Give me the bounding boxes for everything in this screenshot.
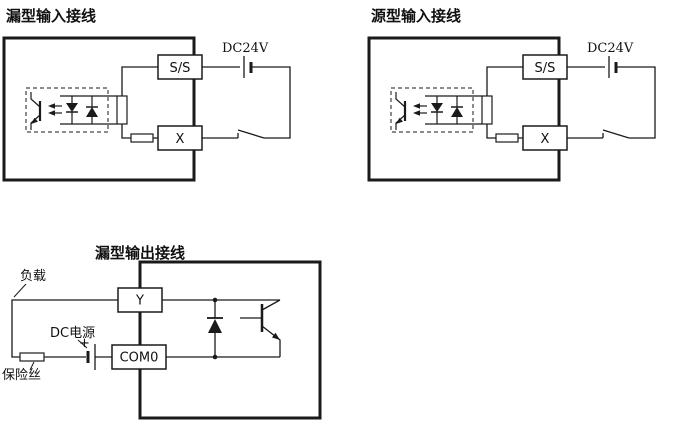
load-label: 负载 bbox=[20, 269, 46, 284]
terminal-y-box bbox=[117, 287, 163, 313]
terminal-x-label: X bbox=[541, 132, 550, 147]
fuse-label: 保险丝 bbox=[2, 368, 41, 383]
junction-dot bbox=[212, 354, 218, 360]
internal-wiring bbox=[162, 299, 281, 358]
leader-lines bbox=[13, 283, 88, 371]
terminal-com-label: COM0 bbox=[120, 351, 159, 366]
input-circuit-art bbox=[2, 36, 292, 182]
terminal-y-label: Y bbox=[135, 294, 144, 309]
power-supply-label: DC24V bbox=[222, 41, 269, 56]
input-circuit-art bbox=[367, 36, 657, 182]
terminal-x-label: X bbox=[176, 132, 185, 147]
external-wiring bbox=[11, 299, 118, 358]
fuse-icon bbox=[19, 352, 45, 362]
diagram-title: 漏型输出接线 bbox=[95, 244, 185, 262]
dc-power-label: DC电源 bbox=[50, 326, 95, 341]
sink-input-diagram: 漏型输入接线 S/S X DC24V bbox=[2, 7, 292, 182]
sink-output-diagram: 漏型输出接线 Y COM0 负载 DC电源 + 保险丝 bbox=[2, 244, 322, 420]
terminal-ss-label: S/S bbox=[170, 61, 191, 76]
plc-box bbox=[138, 260, 322, 420]
battery-plus-label: + bbox=[79, 336, 90, 351]
transistor-icon bbox=[260, 304, 280, 340]
diode-icon bbox=[207, 317, 223, 333]
terminal-ss-label: S/S bbox=[535, 61, 556, 76]
terminal-com-box bbox=[111, 344, 167, 370]
battery-icon bbox=[86, 344, 96, 370]
power-supply-label: DC24V bbox=[587, 41, 634, 56]
diagram-title: 源型输入接线 bbox=[371, 7, 461, 25]
junction-dot bbox=[212, 297, 218, 303]
source-input-diagram: 源型输入接线 S/S X DC24V bbox=[367, 7, 657, 182]
diagram-title: 漏型输入接线 bbox=[6, 7, 96, 25]
